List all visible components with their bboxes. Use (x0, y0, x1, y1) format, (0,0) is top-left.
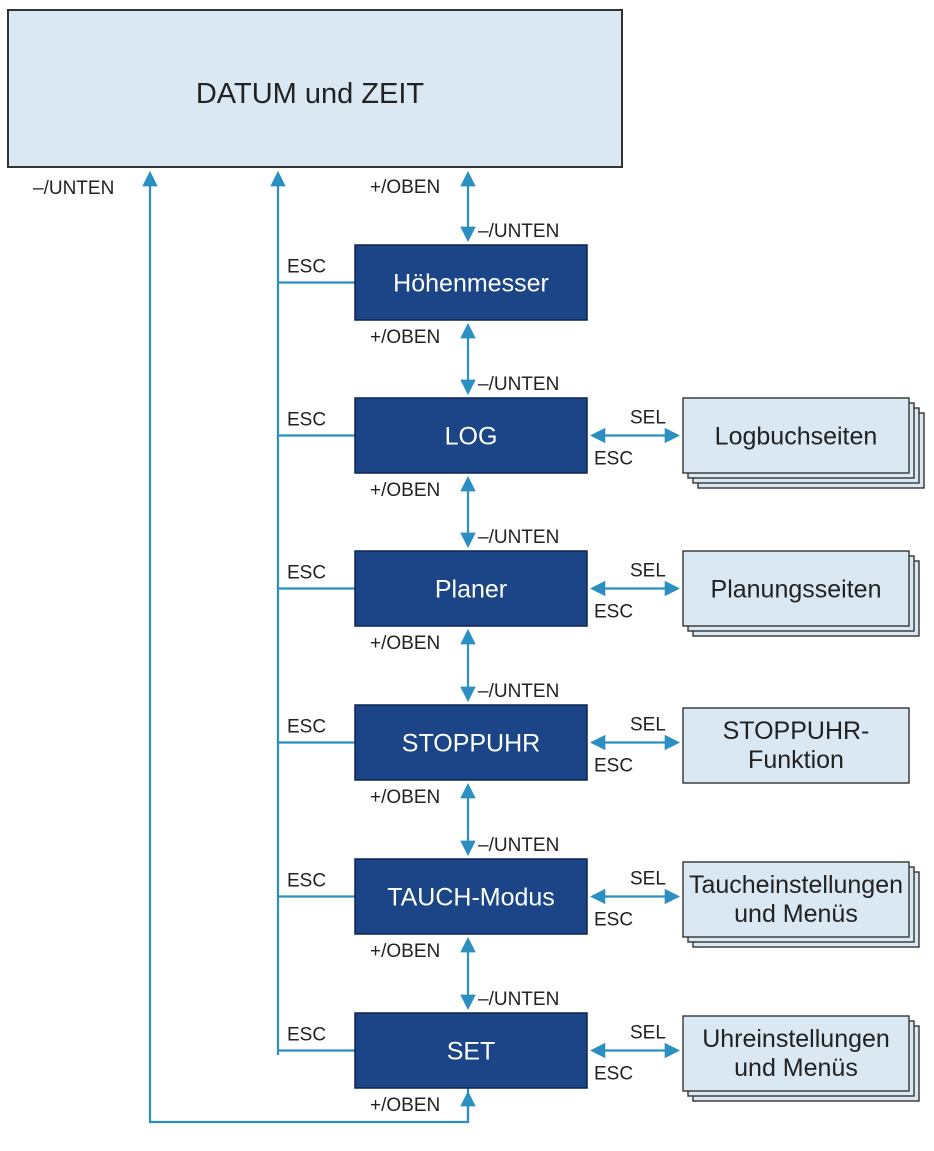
mode-label-4: TAUCH-Modus (387, 884, 555, 912)
datum-zeit-box: DATUM und ZEIT (7, 9, 623, 168)
mode-label-2: Planer (435, 576, 507, 604)
sub-page-label-3-a: STOPPUHR- (723, 717, 870, 745)
sel-label-3: SEL (630, 715, 666, 736)
sub-page-stack-3-0 (682, 707, 910, 784)
sub-page-label-1: Logbuchseiten (715, 423, 878, 451)
mode-box-4 (354, 858, 588, 935)
sel-label-5: SEL (630, 1023, 666, 1044)
up-label-3: +/OBEN (370, 633, 440, 654)
mode-box-1 (354, 397, 588, 474)
mode-box-5 (354, 1012, 588, 1089)
datum-zeit-rect (7, 9, 623, 168)
up-label-4: +/OBEN (370, 787, 440, 808)
mode-label-5: SET (447, 1038, 496, 1066)
sel-label-2: SEL (630, 561, 666, 582)
sub-page-label-4-b: und Menüs (734, 900, 858, 928)
sel-label-1: SEL (630, 408, 666, 429)
modes-layer: +/OBEN –/UNTEN ESC Höhenmesser +/OBEN –/UNTEN… (278, 170, 925, 1122)
esc-label-3: ESC (287, 717, 326, 738)
mode-box-2 (354, 550, 588, 627)
up-label-0: +/OBEN (370, 177, 440, 198)
mode-label-3: STOPPUHR (402, 730, 540, 758)
up-label-2: +/OBEN (370, 480, 440, 501)
sub-page-label-5-b: und Menüs (734, 1054, 858, 1082)
down-label-1: –/UNTEN (478, 374, 559, 395)
sub-esc-label-2: ESC (594, 602, 633, 623)
sub-esc-label-5: ESC (594, 1064, 633, 1085)
esc-label-2: ESC (287, 563, 326, 584)
main-down-label: –/UNTEN (33, 178, 114, 199)
down-label-4: –/UNTEN (478, 835, 559, 856)
sub-page-label-5-a: Uhreinstellungen (702, 1025, 890, 1053)
sub-page-stack-5-0 (682, 1015, 910, 1092)
down-label-0: –/UNTEN (478, 221, 559, 242)
sub-page-label-2: Planungsseiten (711, 576, 882, 604)
esc-label-0: ESC (287, 257, 326, 278)
mode-box-3 (354, 704, 588, 781)
sub-page-label-3-b: Funktion (748, 746, 844, 774)
mode-label-0: Höhenmesser (393, 270, 549, 298)
sub-page-stack-4-0 (682, 861, 910, 938)
sub-page-stack-2-0 (682, 550, 910, 627)
mode-box-0 (354, 244, 588, 321)
up-label-1: +/OBEN (370, 327, 440, 348)
esc-label-4: ESC (287, 871, 326, 892)
down-label-2: –/UNTEN (478, 527, 559, 548)
sel-label-4: SEL (630, 869, 666, 890)
up-label-6: +/OBEN (370, 1095, 440, 1116)
datum-zeit-label: DATUM und ZEIT (196, 78, 425, 110)
sub-esc-label-3: ESC (594, 756, 633, 777)
up-label-5: +/OBEN (370, 941, 440, 962)
mode-label-1: LOG (445, 423, 498, 451)
down-label-3: –/UNTEN (478, 681, 559, 702)
esc-label-1: ESC (287, 410, 326, 431)
sub-page-label-4-a: Taucheinstellungen (689, 871, 903, 899)
sub-page-stack-1-0 (682, 397, 910, 474)
sub-esc-label-1: ESC (594, 449, 633, 470)
down-label-5: –/UNTEN (478, 989, 559, 1010)
sub-esc-label-4: ESC (594, 910, 633, 931)
esc-label-5: ESC (287, 1025, 326, 1046)
